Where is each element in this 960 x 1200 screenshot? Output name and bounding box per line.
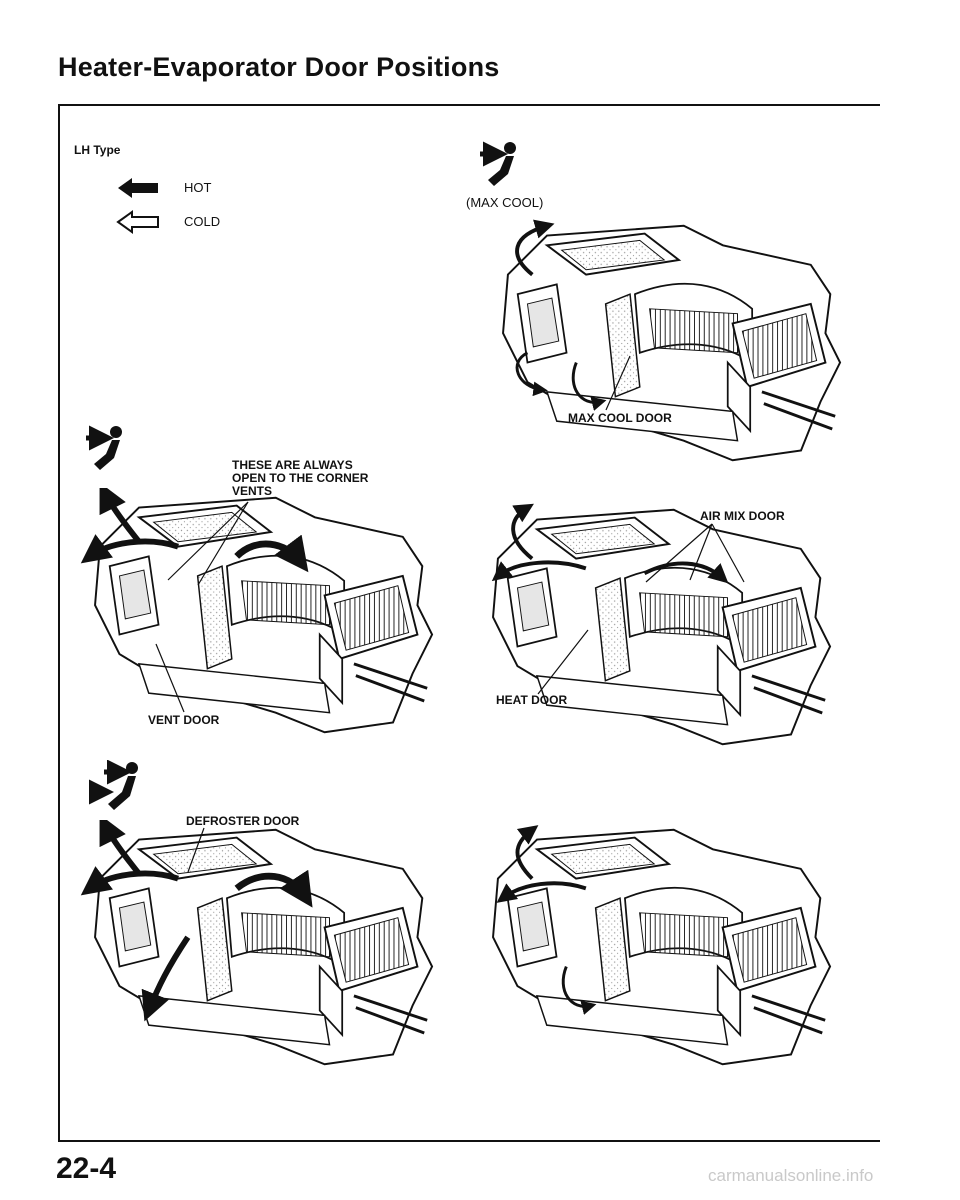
heat-door-pointer	[537, 629, 589, 695]
vent-door-pointer	[155, 643, 185, 713]
air-mix-door-pointers	[645, 523, 745, 583]
page-number: 22-4	[56, 1152, 117, 1185]
vent-unit-diagram	[80, 488, 452, 742]
max-cool-door-label: MAX COOL DOOR	[568, 411, 672, 425]
defroster-door-label: DEFROSTER DOOR	[186, 814, 300, 828]
defroster-door-pointer	[187, 827, 205, 873]
air-mix-door-label: AIR MIX DOOR	[700, 509, 785, 523]
vent-mode-icon	[478, 140, 522, 190]
note-line: THESE ARE ALWAYS	[232, 458, 353, 472]
max-cool-door-pointer	[605, 355, 631, 411]
footer-url: carmanualsonline.info	[708, 1166, 874, 1185]
note-line: OPEN TO THE CORNER	[232, 471, 369, 485]
top-rule	[58, 104, 880, 106]
vent-mode-icon	[84, 424, 128, 474]
hot-label: HOT	[184, 180, 212, 195]
hot-arrow-icon	[116, 176, 160, 200]
cold-arrow-icon	[116, 210, 160, 234]
lh-type-label: LH Type	[74, 143, 121, 157]
defrost-unit-diagram	[80, 820, 452, 1074]
note-line: VENTS	[232, 484, 273, 498]
vent-door-label: VENT DOOR	[148, 713, 220, 727]
bilevel-mode-icon	[88, 760, 146, 816]
max-cool-unit-diagram	[488, 216, 860, 470]
left-frame-rule	[58, 106, 60, 1142]
max-cool-mode-label: (MAX COOL)	[466, 195, 544, 210]
bottom-rule	[58, 1140, 880, 1142]
defrost-right-unit-diagram	[478, 820, 850, 1074]
heat-door-label: HEAT DOOR	[496, 693, 568, 707]
corner-vents-pointer	[167, 501, 249, 586]
cold-label: COLD	[184, 214, 221, 229]
corner-vents-note: THESE ARE ALWAYS OPEN TO THE CORNER VENT…	[232, 459, 402, 498]
page-title: Heater-Evaporator Door Positions	[58, 52, 500, 82]
heat-unit-diagram	[478, 500, 850, 754]
